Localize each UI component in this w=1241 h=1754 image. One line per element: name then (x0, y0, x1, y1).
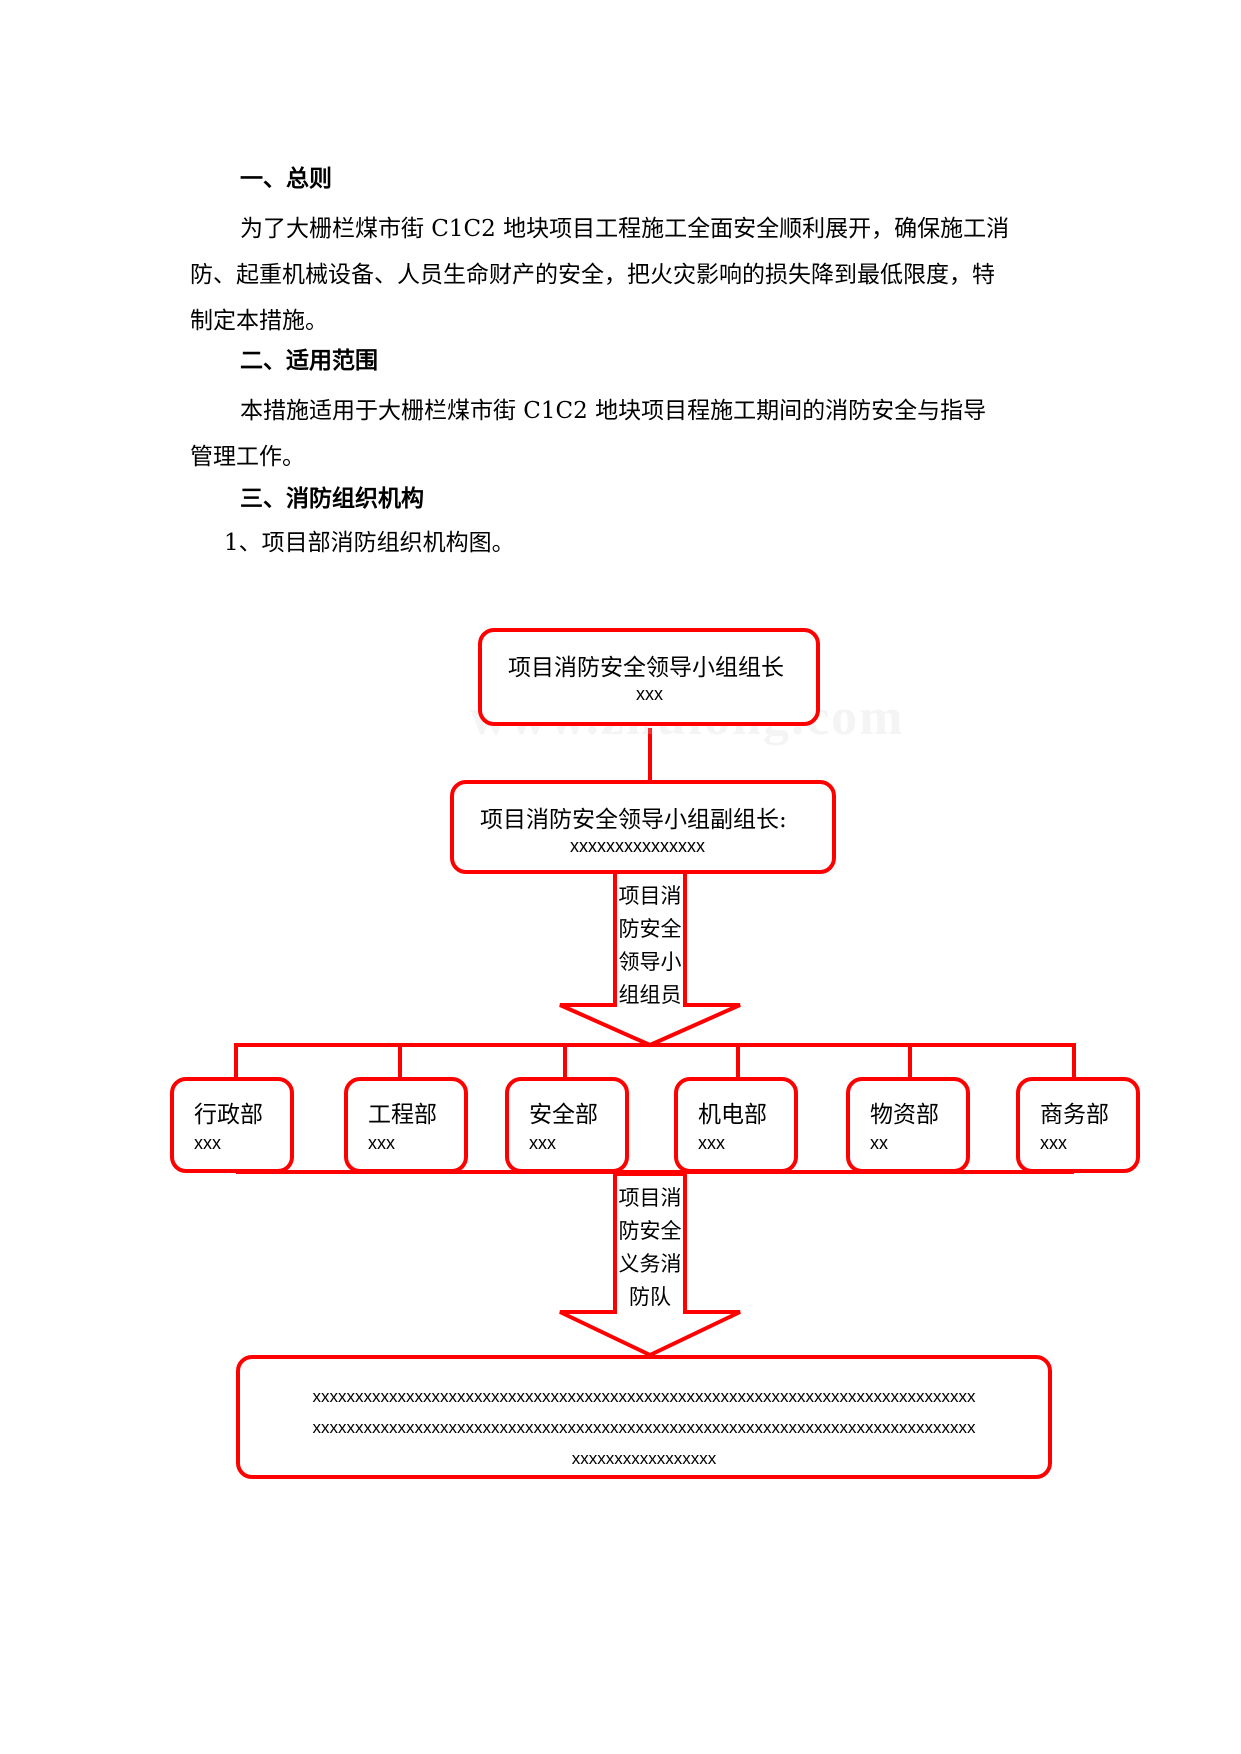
department-title: 安全部 (529, 1102, 598, 1128)
paragraph-line: 本措施适用于大栅栏煤市街 C1C2 地块项目程施工期间的消防安全与指导 (240, 398, 987, 424)
fire-brigade-members: xxxxxxxxxxxxxxxxxxxxxxxxxxxxxxxxxxxxxxxx… (240, 1381, 1048, 1474)
department-title: 商务部 (1040, 1102, 1109, 1128)
department-name: xxx (529, 1133, 556, 1153)
section-heading-organization: 三、消防组织机构 (240, 486, 424, 512)
department-box: 物资部 xx (846, 1077, 970, 1173)
department-title: 物资部 (870, 1102, 939, 1128)
leader-box: 项目消防安全领导小组组长 xxx (478, 628, 820, 726)
leader-title: 项目消防安全领导小组组长 (508, 655, 784, 681)
section-heading-general: 一、总则 (240, 166, 332, 192)
arrow-label-line: 义务消 (618, 1252, 682, 1276)
arrow-label-line: 组组员 (618, 983, 682, 1007)
department-title: 工程部 (368, 1102, 437, 1128)
department-box: 行政部 xxx (170, 1077, 294, 1173)
arrow-label-line: 防安全 (618, 1219, 682, 1243)
section-general-paragraph: 为了大栅栏煤市街 C1C2 地块项目工程施工全面安全顺利展开，确保施工消 防、起… (190, 206, 1060, 344)
paragraph-line: 制定本措施。 (190, 308, 328, 334)
member-line: xxxxxxxxxxxxxxxxxxxxxxxxxxxxxxxxxxxxxxxx… (312, 1418, 976, 1437)
department-name: xxx (1040, 1133, 1067, 1153)
paragraph-line: 防、起重机械设备、人员生命财产的安全，把火灾影响的损失降到最低限度，特 (190, 262, 995, 288)
section-scope-paragraph: 本措施适用于大栅栏煤市街 C1C2 地块项目程施工期间的消防安全与指导 管理工作… (190, 388, 1060, 480)
member-line: xxxxxxxxxxxxxxxxx (571, 1449, 717, 1468)
department-name: xxx (698, 1133, 725, 1153)
arrow-label-brigade: 项目消 防安全 义务消 防队 (615, 1182, 685, 1314)
arrow-label-line: 项目消 (618, 1186, 682, 1210)
department-box: 工程部 xxx (344, 1077, 468, 1173)
department-title: 机电部 (698, 1102, 767, 1128)
arrow-label-line: 领导小 (618, 950, 682, 974)
fire-brigade-box: xxxxxxxxxxxxxxxxxxxxxxxxxxxxxxxxxxxxxxxx… (236, 1355, 1052, 1479)
deputy-box: 项目消防安全领导小组副组长: xxxxxxxxxxxxxxx (450, 780, 836, 874)
paragraph-line: 为了大栅栏煤市街 C1C2 地块项目工程施工全面安全顺利展开，确保施工消 (240, 216, 1010, 242)
department-name: xxx (194, 1133, 221, 1153)
paragraph-line: 管理工作。 (190, 444, 305, 470)
member-line: xxxxxxxxxxxxxxxxxxxxxxxxxxxxxxxxxxxxxxxx… (312, 1387, 976, 1406)
deputy-title: 项目消防安全领导小组副组长: (480, 807, 787, 833)
leader-name: xxx (636, 684, 663, 704)
arrow-label-line: 防安全 (618, 917, 682, 941)
arrow-label-members: 项目消 防安全 领导小 组组员 (615, 880, 685, 1012)
deputy-name: xxxxxxxxxxxxxxx (570, 836, 705, 856)
section-heading-scope: 二、适用范围 (240, 348, 378, 374)
department-box: 商务部 xxx (1016, 1077, 1140, 1173)
department-name: xx (870, 1133, 888, 1153)
arrow-label-line: 项目消 (618, 884, 682, 908)
department-name: xxx (368, 1133, 395, 1153)
department-box: 安全部 xxx (505, 1077, 629, 1173)
department-box: 机电部 xxx (674, 1077, 798, 1173)
list-item-org-chart: 1、项目部消防组织机构图。 (224, 530, 515, 556)
arrow-label-line: 防队 (629, 1285, 671, 1309)
department-title: 行政部 (194, 1102, 263, 1128)
